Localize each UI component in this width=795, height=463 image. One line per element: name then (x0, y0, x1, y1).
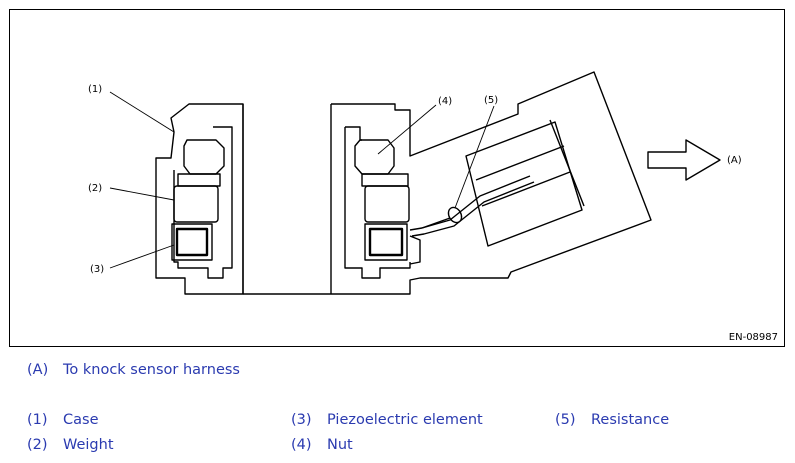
legend-text: Nut (327, 437, 353, 453)
piezo-right-inner (368, 227, 404, 257)
nut-left (183, 139, 225, 175)
piezo-left-inner (175, 227, 209, 257)
legend-code: (5) (555, 412, 576, 428)
figure-id: EN-08987 (728, 332, 778, 343)
legend-item-3: (3) Piezoelectric element (291, 412, 483, 428)
piezo-left (171, 223, 213, 261)
legend-text: Case (63, 412, 99, 428)
piezo-right (364, 223, 408, 261)
legend-text: To knock sensor harness (63, 362, 240, 378)
harness-arrow (647, 139, 721, 181)
callout-5: (5) (484, 95, 498, 106)
connector-inner (549, 119, 585, 207)
case-outline-right (331, 71, 652, 295)
legend-item-5: (5) Resistance (555, 412, 669, 428)
legend-code: (A) (27, 362, 49, 378)
resistance (447, 206, 463, 224)
connector-body (465, 121, 583, 247)
cross-section-drawing: (1) (2) (3) (4) (5) (A) (88, 71, 742, 295)
weight-right (364, 185, 410, 223)
legend-code: (1) (27, 412, 48, 428)
callout-3: (3) (90, 264, 104, 275)
legend-item-2: (2) Weight (27, 437, 114, 453)
resistance-lead (421, 217, 451, 229)
wire-down (409, 235, 421, 265)
legend-code: (2) (27, 437, 48, 453)
washer-left (177, 173, 221, 187)
legend-item-1: (1) Case (27, 412, 99, 428)
leader-lines (109, 91, 495, 269)
legend-a: (A) To knock sensor harness (27, 362, 240, 378)
legend-item-4: (4) Nut (291, 437, 353, 453)
legend-text: Resistance (591, 412, 670, 428)
callout-1: (1) (88, 84, 102, 95)
left-cavity (173, 126, 233, 279)
knock-sensor-diagram: (1) (2) (3) (4) (5) (A) EN-08987 (9, 9, 785, 347)
center-bore (242, 104, 332, 295)
legend-text: Piezoelectric element (327, 412, 483, 428)
washer-right (361, 173, 409, 187)
legend-code: (4) (291, 437, 312, 453)
legend-code: (3) (291, 412, 312, 428)
case-outline (155, 103, 244, 295)
weight-left (173, 185, 219, 223)
legend-text: Weight (63, 437, 114, 453)
wire (409, 175, 531, 231)
callout-2: (2) (88, 183, 102, 194)
wire-lower (411, 181, 535, 237)
callout-a: (A) (727, 155, 742, 166)
callout-4: (4) (438, 96, 452, 107)
